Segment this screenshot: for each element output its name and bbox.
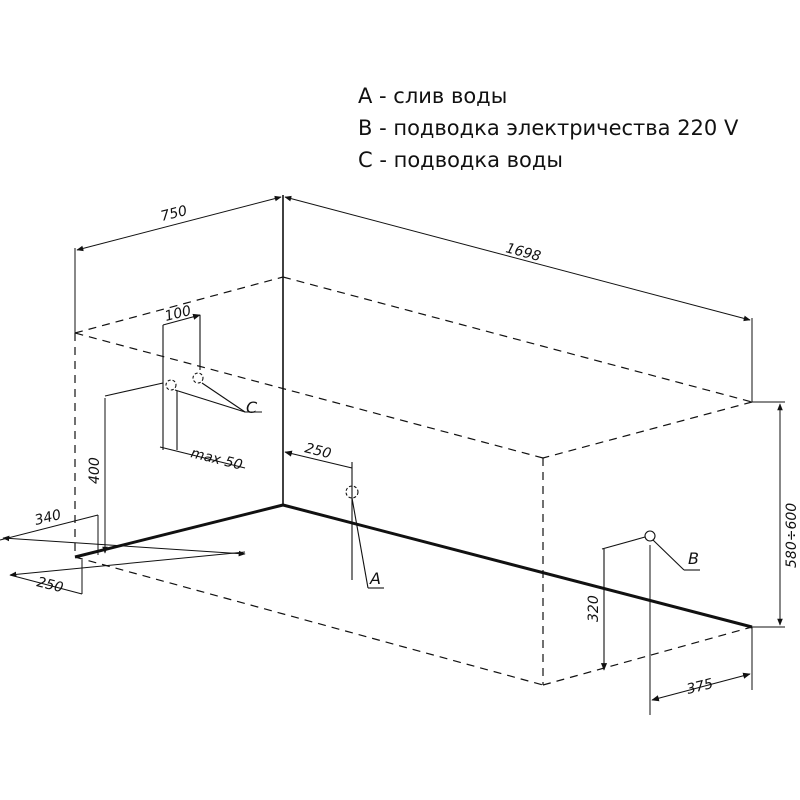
legend-item-power: B - подводка электричества 220 V <box>358 116 739 140</box>
dim-left-outer: 340 <box>33 507 63 529</box>
water-pipe-2-icon <box>192 372 204 384</box>
label-drain: A <box>369 569 381 588</box>
dim-water-height: 400 <box>87 457 103 484</box>
floor-line-right <box>282 503 753 629</box>
top-right-edge <box>282 276 753 403</box>
dim-length: 1698 <box>504 240 543 265</box>
dim-drain-offset: 250 <box>303 440 333 462</box>
top-left-edge <box>74 332 544 459</box>
dim-left-inner: 250 <box>35 574 65 596</box>
top-back-edge <box>74 276 284 334</box>
drain <box>284 450 384 589</box>
power-outlet-icon <box>644 530 656 542</box>
bottom-front-edge <box>74 556 544 686</box>
extension-lines <box>74 195 785 715</box>
dim-width: 750 <box>159 203 189 225</box>
dim-pipe-offset: max 50 <box>189 445 244 473</box>
dim-power-height: 320 <box>586 595 602 622</box>
dim-pipe-spacing: 100 <box>163 303 193 325</box>
water-pipe-1-icon <box>165 379 177 391</box>
water-supply <box>104 313 262 469</box>
dim-line-length <box>284 195 751 322</box>
drain-icon <box>345 485 359 499</box>
dim-height: 580÷600 <box>784 503 800 568</box>
legend-item-drain: A - слив воды <box>358 84 508 108</box>
legend-item-water: C - подводка воды <box>358 148 563 172</box>
dim-line-width <box>76 195 282 252</box>
label-power: B <box>688 549 699 568</box>
label-water: C <box>246 398 258 417</box>
dim-power-offset: 375 <box>685 676 715 698</box>
bottom-right-edge <box>542 626 753 686</box>
left-dimensions <box>0 514 246 595</box>
power-supply <box>600 530 751 702</box>
top-front-edge <box>542 401 753 459</box>
